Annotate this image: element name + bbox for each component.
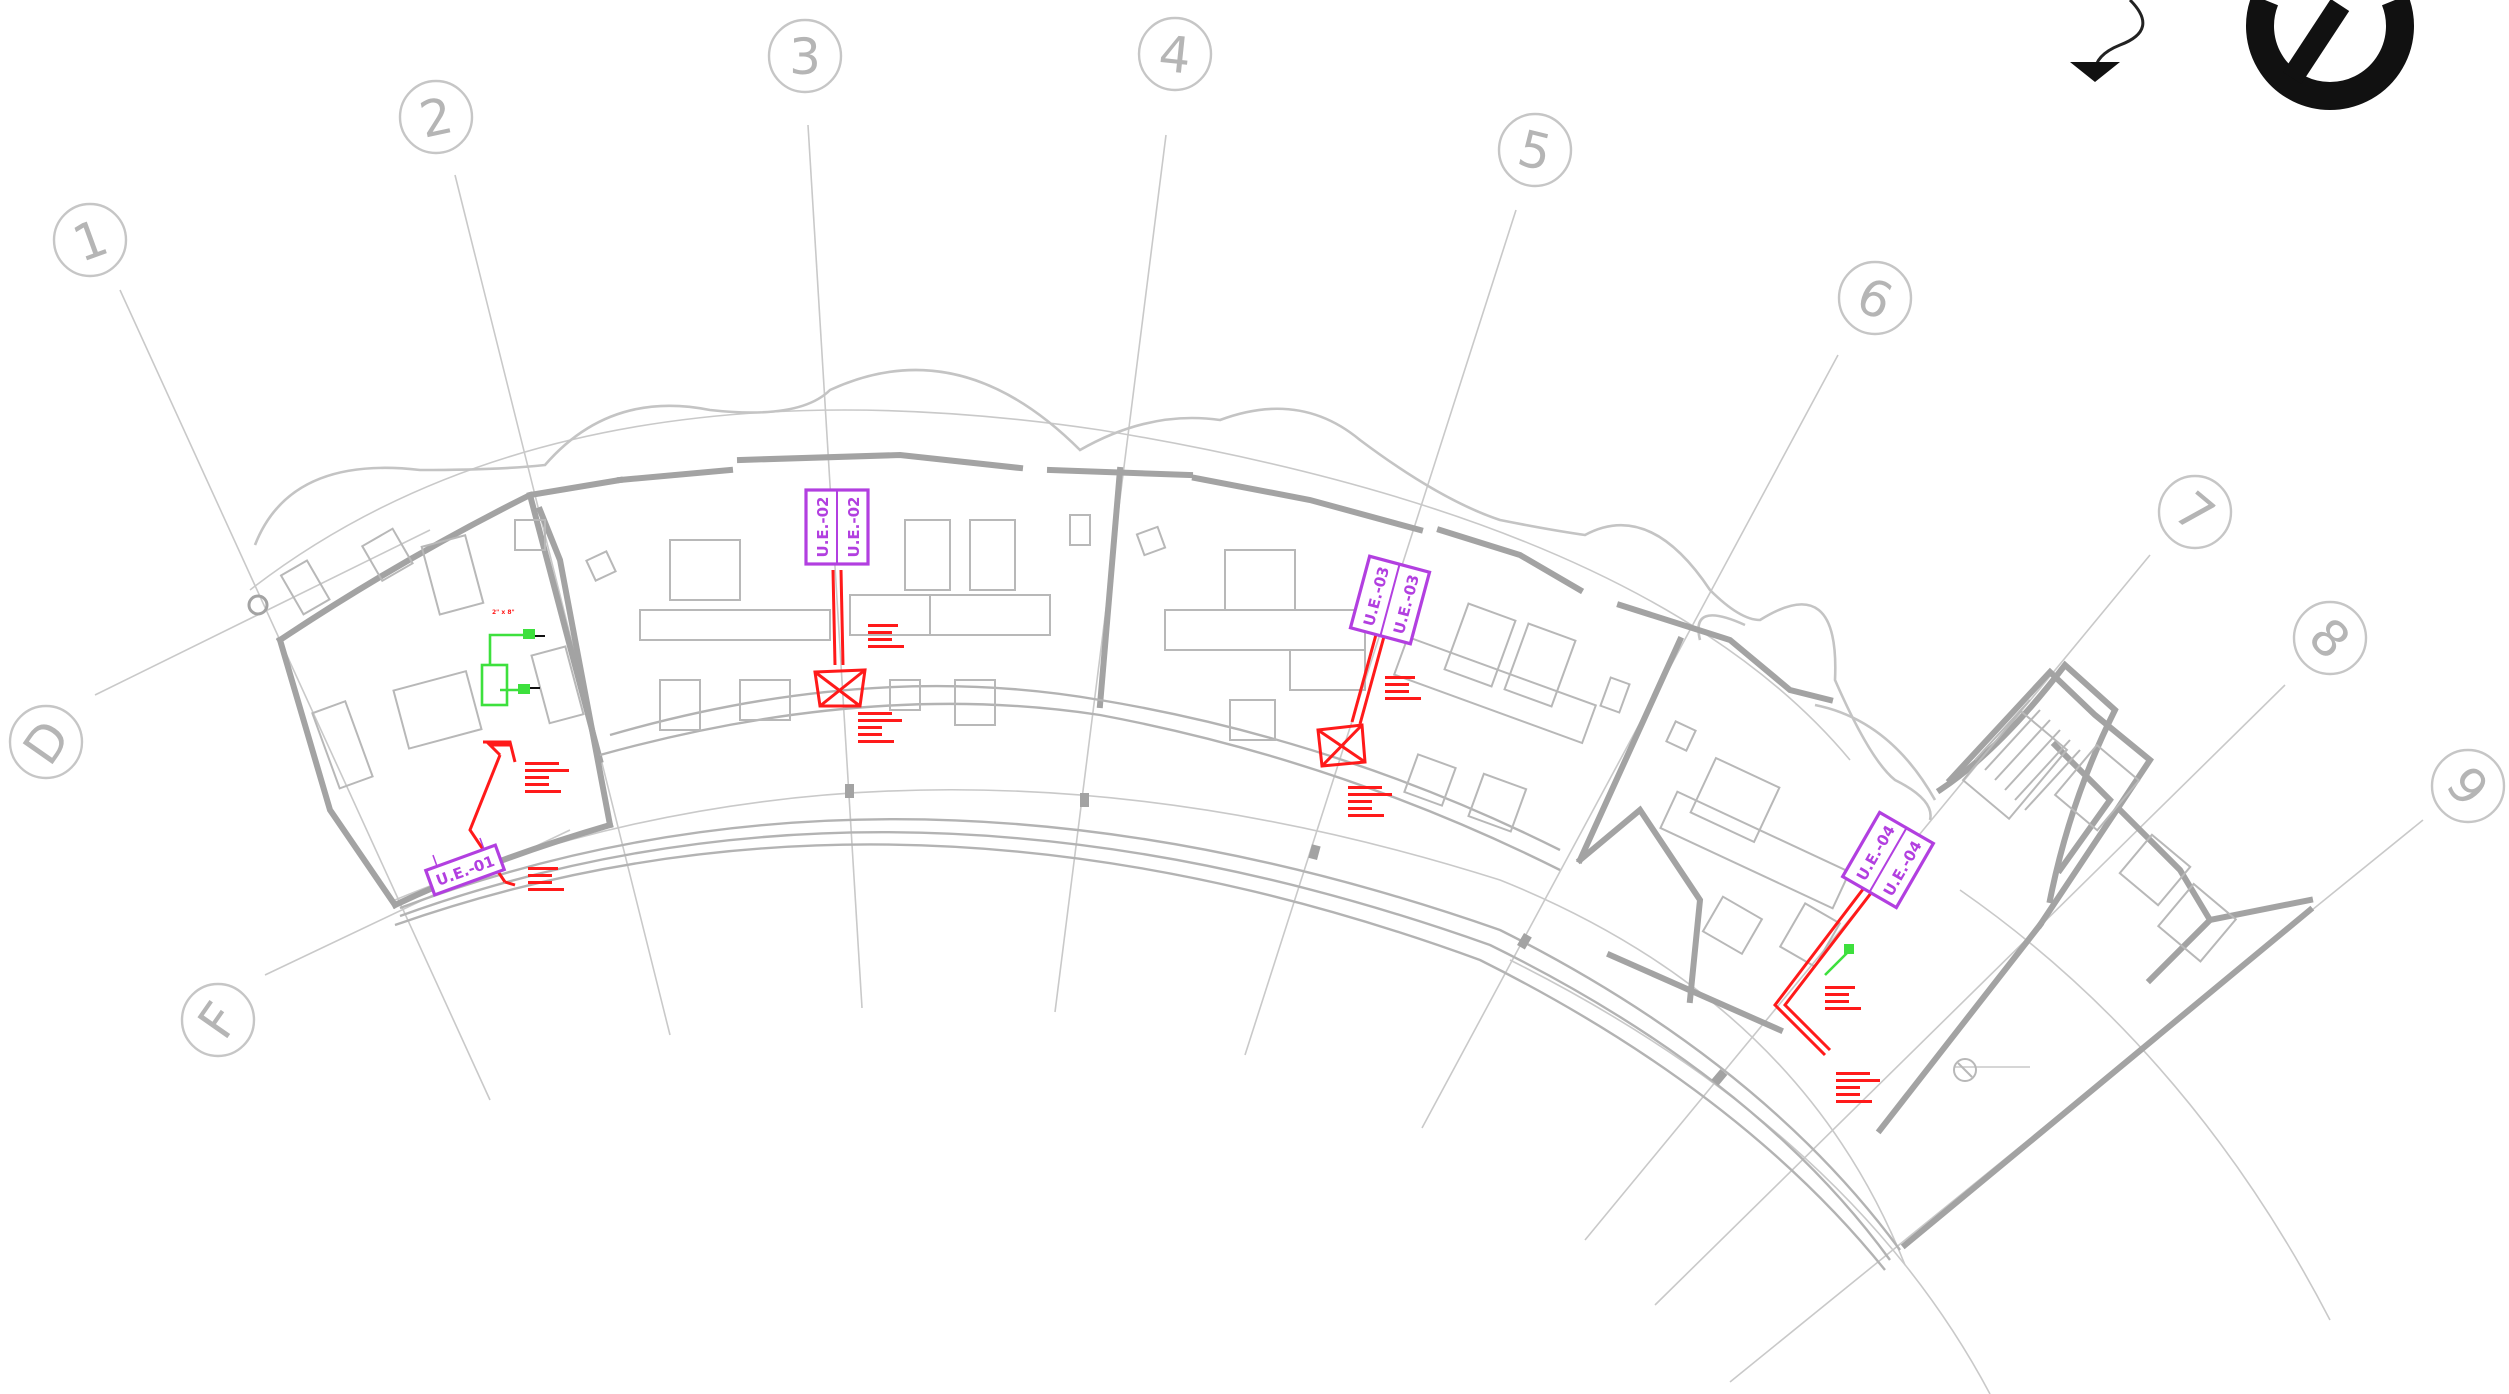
grid-bubble-6: 6 <box>1837 260 1913 336</box>
unit-6-note <box>1825 986 1861 1010</box>
unit-1-note-a <box>525 762 569 793</box>
grid-bubble-d: D <box>8 704 84 780</box>
grid-bubble-f: F <box>180 982 256 1058</box>
duct-notes: 2" x 8" <box>492 609 1880 1103</box>
unit-2-note-b <box>858 712 902 743</box>
unit-equipment-tag-ue-03: U.E.-03 U.E.-03 <box>1348 554 1432 646</box>
svg-text:4: 4 <box>1156 24 1194 85</box>
unit-1-note-b <box>528 867 564 891</box>
column-marker <box>247 594 269 616</box>
grid-bubble-7: 7 <box>2157 474 2233 550</box>
unit-6-note-b <box>1836 1072 1880 1103</box>
section-arrow-icon <box>2070 0 2145 82</box>
unit-equipment-tag-ue-04: U.E.-04 U.E.-04 <box>1840 810 1936 910</box>
svg-text:U.E.-02: U.E.-02 <box>814 497 832 558</box>
grid-bubble-1: 1 <box>52 202 128 278</box>
grid-bubble-4: 4 <box>1137 16 1213 92</box>
grid-lines <box>94 124 2424 1394</box>
grid-bubble-9: 9 <box>2430 748 2506 824</box>
north-arrow-icon <box>2246 0 2414 110</box>
dimension-note: 2" x 8" <box>492 609 515 616</box>
exhaust-ductwork <box>480 629 1854 976</box>
facade-curves <box>253 368 1937 821</box>
ductwork <box>468 569 1880 1057</box>
unit-2-note <box>868 624 904 648</box>
grid-bubble-5: 5 <box>1497 112 1573 188</box>
furniture <box>279 514 2238 1082</box>
svg-text:3: 3 <box>789 28 821 86</box>
unit-4-note <box>1385 676 1421 700</box>
grid-bubble-3: 3 <box>767 18 843 94</box>
grid-bubble-8: 8 <box>2292 600 2368 676</box>
unit-4-note-b <box>1348 786 1392 817</box>
grid-bubble-2: 2 <box>398 79 474 155</box>
unit-equipment-tag-ue-02: U.E.-02 U.E.-02 <box>804 488 870 566</box>
corridor-arcs <box>394 784 1901 1271</box>
svg-text:U.E.-02: U.E.-02 <box>845 497 863 558</box>
